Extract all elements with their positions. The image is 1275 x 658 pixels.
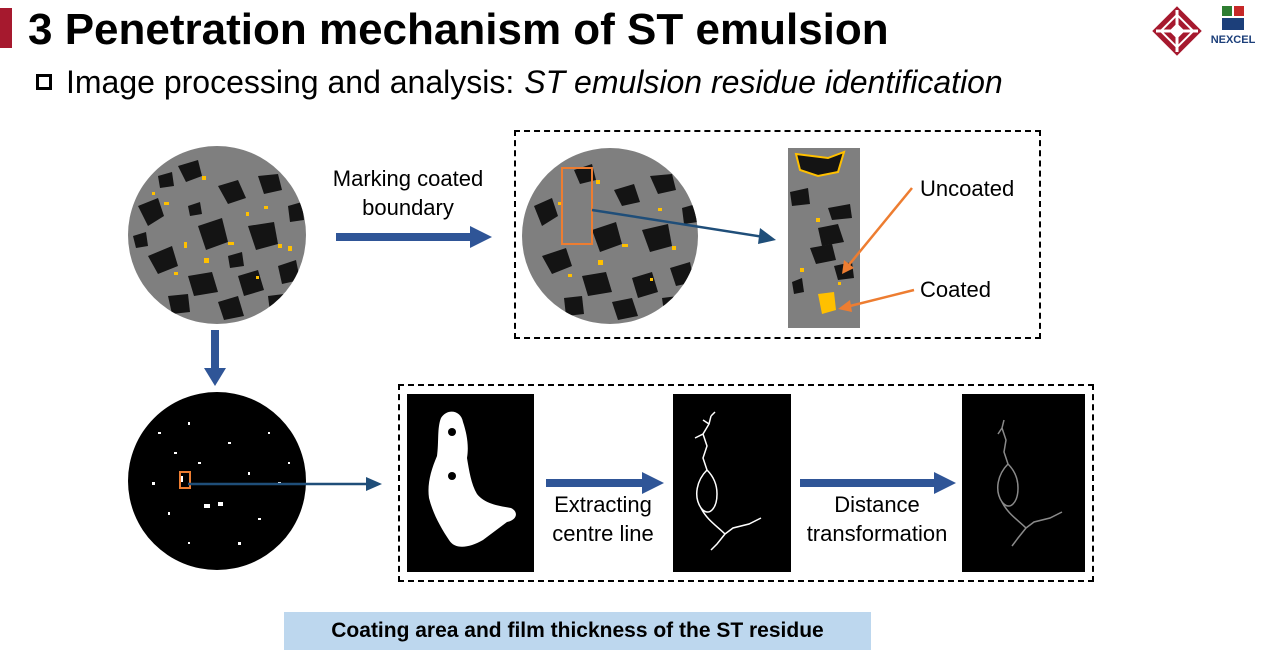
nexcel-logo: NEXCEL bbox=[1206, 4, 1260, 60]
marking-label-line-2: boundary bbox=[362, 195, 454, 220]
label-pointers bbox=[830, 186, 916, 316]
distance-label-line-2: transformation bbox=[806, 521, 948, 546]
slide-subtitle: Image processing and analysis: ST emulsi… bbox=[36, 60, 1003, 104]
title-accent-bar bbox=[0, 8, 12, 48]
distance-transformation-label: Distance transformation bbox=[796, 490, 958, 548]
arrow-down-to-binary bbox=[204, 330, 226, 386]
bottom-dashed-group bbox=[398, 384, 1094, 582]
arrow-to-residue-shape bbox=[188, 476, 382, 492]
extracting-label-line-1: Extracting bbox=[554, 492, 652, 517]
ct-slice-marked bbox=[522, 148, 698, 324]
result-caption: Coating area and film thickness of the S… bbox=[284, 612, 871, 650]
uncoated-label: Uncoated bbox=[920, 176, 1015, 201]
binary-slice bbox=[128, 392, 306, 570]
extracting-label-line-2: centre line bbox=[552, 521, 654, 546]
distance-label-line-1: Distance bbox=[834, 492, 920, 517]
arrow-to-marked-slice bbox=[336, 226, 492, 248]
slide-title: 3 Penetration mechanism of ST emulsion bbox=[28, 5, 889, 54]
residue-shape-panel bbox=[407, 394, 534, 572]
coated-label: Coated bbox=[920, 277, 991, 302]
arrow-distance bbox=[800, 472, 956, 494]
zoomed-strip-image bbox=[788, 148, 860, 328]
centre-line-panel bbox=[673, 394, 791, 572]
marking-coated-boundary-label: Marking coated boundary bbox=[318, 164, 498, 222]
extracting-centre-line-label: Extracting centre line bbox=[538, 490, 668, 548]
marking-label-line-1: Marking coated bbox=[332, 166, 484, 191]
arrow-extracting bbox=[546, 472, 664, 494]
nexcel-mark-icon bbox=[1222, 6, 1244, 30]
subtitle-plain: Image processing and analysis: bbox=[66, 64, 515, 100]
square-bullet-icon bbox=[36, 74, 52, 90]
polyu-logo-icon bbox=[1152, 6, 1202, 56]
logo-text: NEXCEL bbox=[1210, 34, 1256, 46]
top-dashed-group bbox=[514, 130, 1041, 339]
subtitle-italic: ST emulsion residue identification bbox=[524, 64, 1003, 100]
distance-transform-panel bbox=[962, 394, 1085, 572]
ct-slice-original bbox=[128, 146, 306, 324]
zoom-arrow bbox=[590, 204, 780, 244]
